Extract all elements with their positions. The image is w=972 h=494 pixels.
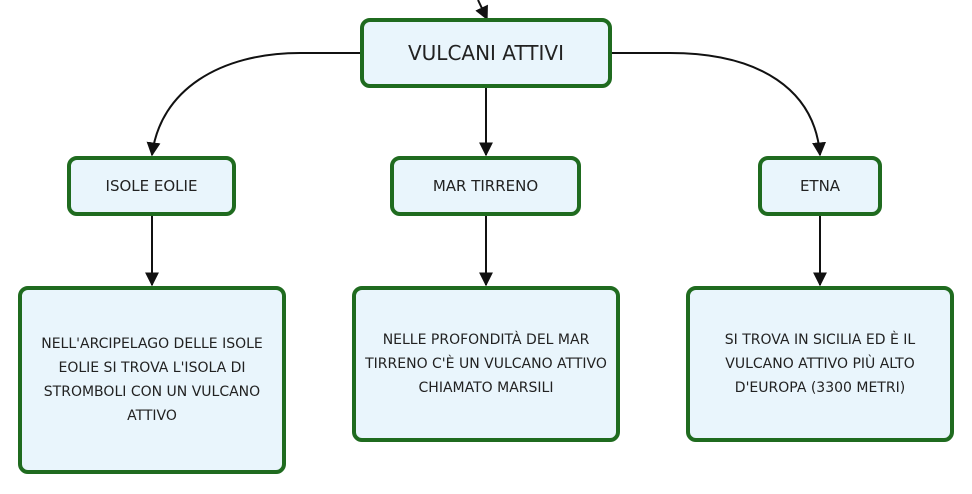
edge-incoming-root	[475, 0, 488, 21]
node-mar-tirreno: MAR TIRRENO	[390, 156, 581, 216]
detail-etna: SI TROVA IN SICILIA ED È IL VULCANO ATTI…	[686, 286, 954, 442]
root-node: VULCANI ATTIVI	[360, 18, 612, 88]
node-mar-tirreno-label: MAR TIRRENO	[432, 177, 539, 195]
detail-mar-tirreno: NELLE PROFONDITÀ DEL MAR TIRRENO C'È UN …	[352, 286, 620, 442]
root-node-label: VULCANI ATTIVI	[407, 41, 564, 65]
detail-etna-text: SI TROVA IN SICILIA ED È IL VULCANO ATTI…	[724, 332, 916, 396]
detail-isole-eolie-text: NELL'ARCIPELAGO DELLE ISOLE EOLIE SI TRO…	[41, 336, 263, 424]
edge-root-to-etna	[612, 52, 827, 157]
node-isole-eolie: ISOLE EOLIE	[67, 156, 236, 216]
detail-mar-tirreno-text: NELLE PROFONDITÀ DEL MAR TIRRENO C'È UN …	[365, 332, 607, 396]
node-etna-label: ETNA	[799, 177, 841, 195]
detail-isole-eolie: NELL'ARCIPELAGO DELLE ISOLE EOLIE SI TRO…	[18, 286, 286, 474]
node-etna: ETNA	[758, 156, 882, 216]
edge-root-to-isole-eolie	[146, 52, 360, 157]
node-isole-eolie-label: ISOLE EOLIE	[105, 177, 198, 195]
